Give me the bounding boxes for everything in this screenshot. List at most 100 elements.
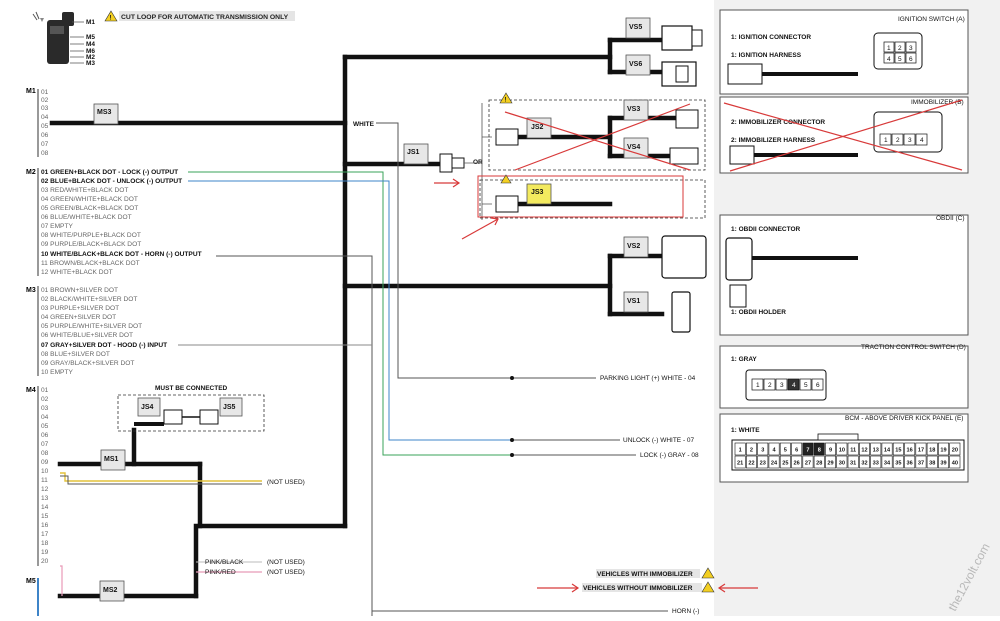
vs2-label: VS2: [627, 243, 640, 250]
bcm-pin-label: 27: [805, 461, 811, 467]
bcm-pin-cell: [949, 442, 961, 456]
immobilizer-pin: 4: [920, 137, 924, 144]
bcm-pin-label: 10: [839, 448, 845, 454]
bcm-pin-label: 11: [850, 448, 856, 454]
m1-pin: 07: [41, 141, 49, 148]
traction-pin: 2: [768, 382, 772, 389]
vs1-label: VS1: [627, 298, 640, 305]
bcm-pin-label: 29: [827, 461, 833, 467]
horn-label: HORN (-): [672, 608, 699, 615]
pin-m3-label: M3: [86, 60, 95, 67]
bcm-pin-cell: [813, 442, 825, 456]
m4-pin: 13: [41, 495, 49, 502]
ignition-pin: 6: [909, 56, 913, 63]
must-be-connected-box: [117, 394, 265, 432]
bcm-pin-label: 6: [795, 448, 798, 454]
js4-plug: [163, 409, 183, 425]
bcm-pin-cell: [836, 455, 848, 469]
bcm-pin-cell: [768, 442, 780, 456]
ignition-pin: 1: [887, 45, 891, 52]
m3-pin: 09 GRAY/BLACK+SILVER DOT: [41, 360, 134, 367]
bcm-pin-label: 8: [818, 448, 821, 454]
m4-pin: 04: [41, 414, 49, 421]
obdii-connector-plug: [725, 237, 753, 281]
bcm-pin-cell: [926, 455, 938, 469]
obdii-line2: 1: OBDII HOLDER: [731, 309, 786, 316]
m4-pin: 20: [41, 558, 49, 565]
m3-pin: 08 BLUE+SILVER DOT: [41, 351, 110, 358]
warning-icon: [701, 567, 715, 579]
m4-pin: 03: [41, 405, 49, 412]
m1-pin: 04: [41, 114, 49, 121]
vs1-plug: [671, 291, 691, 333]
not-used-label: (NOT USED): [267, 559, 305, 566]
m4-pin: 06: [41, 432, 49, 439]
m2-pin: 04 GREEN/WHITE+BLACK DOT: [41, 196, 138, 203]
immobilizer-pin: 1: [884, 137, 888, 144]
m2-pin: 02 BLUE+BLACK DOT - UNLOCK (-) OUTPUT: [41, 178, 182, 185]
ignition-pin: 5: [898, 56, 902, 63]
bcm-pin-label: 36: [907, 461, 913, 467]
warning-icon: [701, 581, 715, 593]
m3-pin: 01 BROWN+SILVER DOT: [41, 287, 118, 294]
m4-pin: 12: [41, 486, 49, 493]
bcm-pin-label: 12: [861, 448, 867, 454]
bcm-pin-cell: [938, 442, 950, 456]
ignition-line1: 1: IGNITION CONNECTOR: [731, 34, 811, 41]
traction-pin: 4: [792, 382, 796, 389]
m1-pin: 03: [41, 105, 49, 112]
m4-pin: 01: [41, 387, 49, 394]
m3-pin: 10 EMPTY: [41, 369, 73, 376]
red-arrow: [717, 583, 758, 593]
m3-pin: 03 PURPLE+SILVER DOT: [41, 305, 119, 312]
not-used-label: (NOT USED): [267, 569, 305, 576]
remote-start-module-icon: [47, 12, 74, 64]
bcm-pin-cell: [915, 455, 927, 469]
m4-pin: 10: [41, 468, 49, 475]
bcm-panel-title: BCM - ABOVE DRIVER KICK PANEL (E): [845, 415, 963, 422]
bcm-pin-label: 21: [737, 461, 743, 467]
m2-pin: 08 WHITE/PURPLE+BLACK DOT: [41, 232, 141, 239]
pin-m5-label: M5: [86, 34, 95, 41]
bcm-pin-cell: [825, 455, 837, 469]
m4-pin: 02: [41, 396, 49, 403]
bcm-pin-cell: [892, 455, 904, 469]
m1-pin: 01: [41, 89, 49, 96]
ms1-label: MS1: [104, 456, 119, 463]
bcm-pin-label: 31: [850, 461, 856, 467]
vs5-connector: VS5: [625, 17, 651, 39]
bcm-pin-label: 40: [952, 461, 958, 467]
vs6-connector: VS6: [625, 54, 651, 76]
m4-pin: 17: [41, 531, 49, 538]
bcm-pin-cell: [825, 442, 837, 456]
bcm-pin-label: 1: [739, 448, 742, 454]
bcm-pin-cell: [858, 455, 870, 469]
m4-pin: 16: [41, 522, 49, 529]
bcm-pin-label: 5: [784, 448, 787, 454]
ignition-panel-title: IGNITION SWITCH (A): [898, 16, 965, 23]
bcm-pin-cell: [847, 442, 859, 456]
traction-line1: 1: GRAY: [731, 356, 757, 363]
m5-label: M5: [26, 578, 36, 585]
bcm-pin-label: 32: [861, 461, 867, 467]
m2-pin: 11 BROWN/BLACK+BLACK DOT: [41, 260, 140, 267]
m4-pin: 18: [41, 540, 49, 547]
m3-pin: 06 WHITE/BLUE+SILVER DOT: [41, 332, 133, 339]
bcm-pin-cell: [892, 442, 904, 456]
pin-m6-label: M6: [86, 48, 95, 55]
with-immobilizer-box: [488, 99, 706, 171]
with-immobilizer-label: VEHICLES WITH IMMOBILIZER: [597, 571, 693, 578]
m3-pin: 05 PURPLE/WHITE+SILVER DOT: [41, 323, 142, 330]
parking-light-label: PARKING LIGHT (+) WHITE - 04: [600, 375, 696, 382]
js5-plug: [199, 409, 219, 425]
immobilizer-pin: 3: [908, 137, 912, 144]
bcm-pin-cell: [870, 455, 882, 469]
bcm-pin-cell: [949, 455, 961, 469]
bcm-pin-cell: [904, 442, 916, 456]
red-arrow: [434, 178, 461, 188]
bcm-pin-label: 2: [750, 448, 753, 454]
vs4-connector: VS4: [623, 137, 649, 159]
or-label: OR: [473, 159, 483, 166]
warning-icon: !: [499, 92, 513, 104]
